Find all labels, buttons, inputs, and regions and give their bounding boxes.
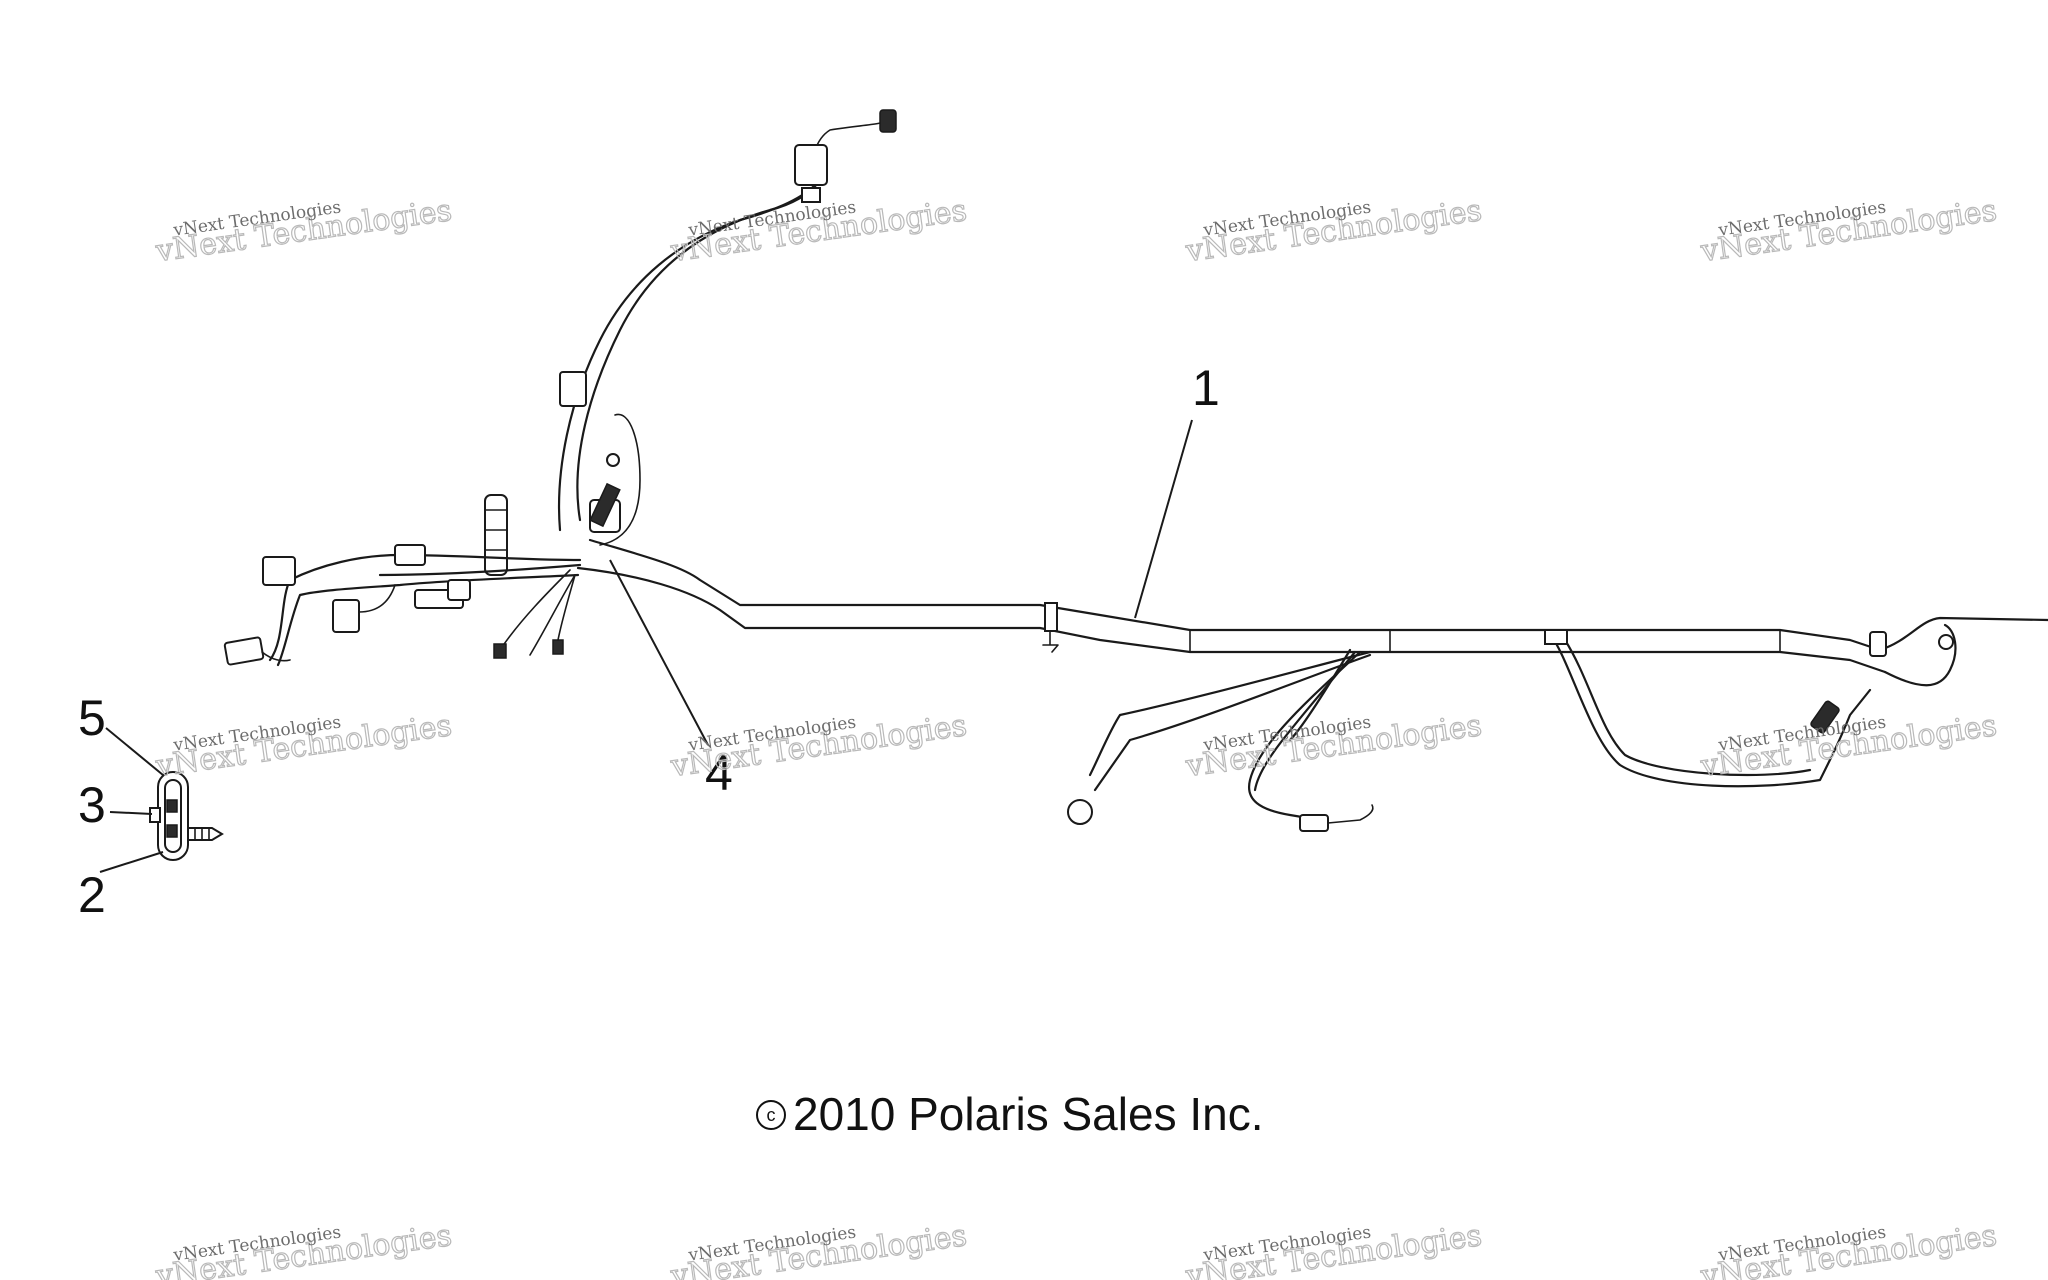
callouts: 1 4 5 3 2 <box>78 360 1220 923</box>
copyright-text: 2010 Polaris Sales Inc. <box>793 1088 1264 1140</box>
leader-4 <box>609 559 709 746</box>
leader-1 <box>1134 419 1193 619</box>
callout-2: 2 <box>78 867 106 923</box>
callout-3: 3 <box>78 777 106 833</box>
main-harness-trunk <box>576 538 2048 687</box>
callout-4: 4 <box>705 745 733 801</box>
callout-1: 1 <box>1192 360 1220 416</box>
callout-5: 5 <box>78 690 106 746</box>
leader-3 <box>109 811 153 815</box>
trunk-branches <box>1067 629 1872 832</box>
leader-lines <box>99 419 1193 873</box>
grommet-assembly <box>149 771 224 861</box>
copyright-symbol: c <box>767 1105 776 1125</box>
leader-5 <box>105 727 164 776</box>
copyright: c 2010 Polaris Sales Inc. <box>756 1088 1264 1140</box>
left-cluster <box>223 109 897 667</box>
leader-2 <box>99 851 164 873</box>
